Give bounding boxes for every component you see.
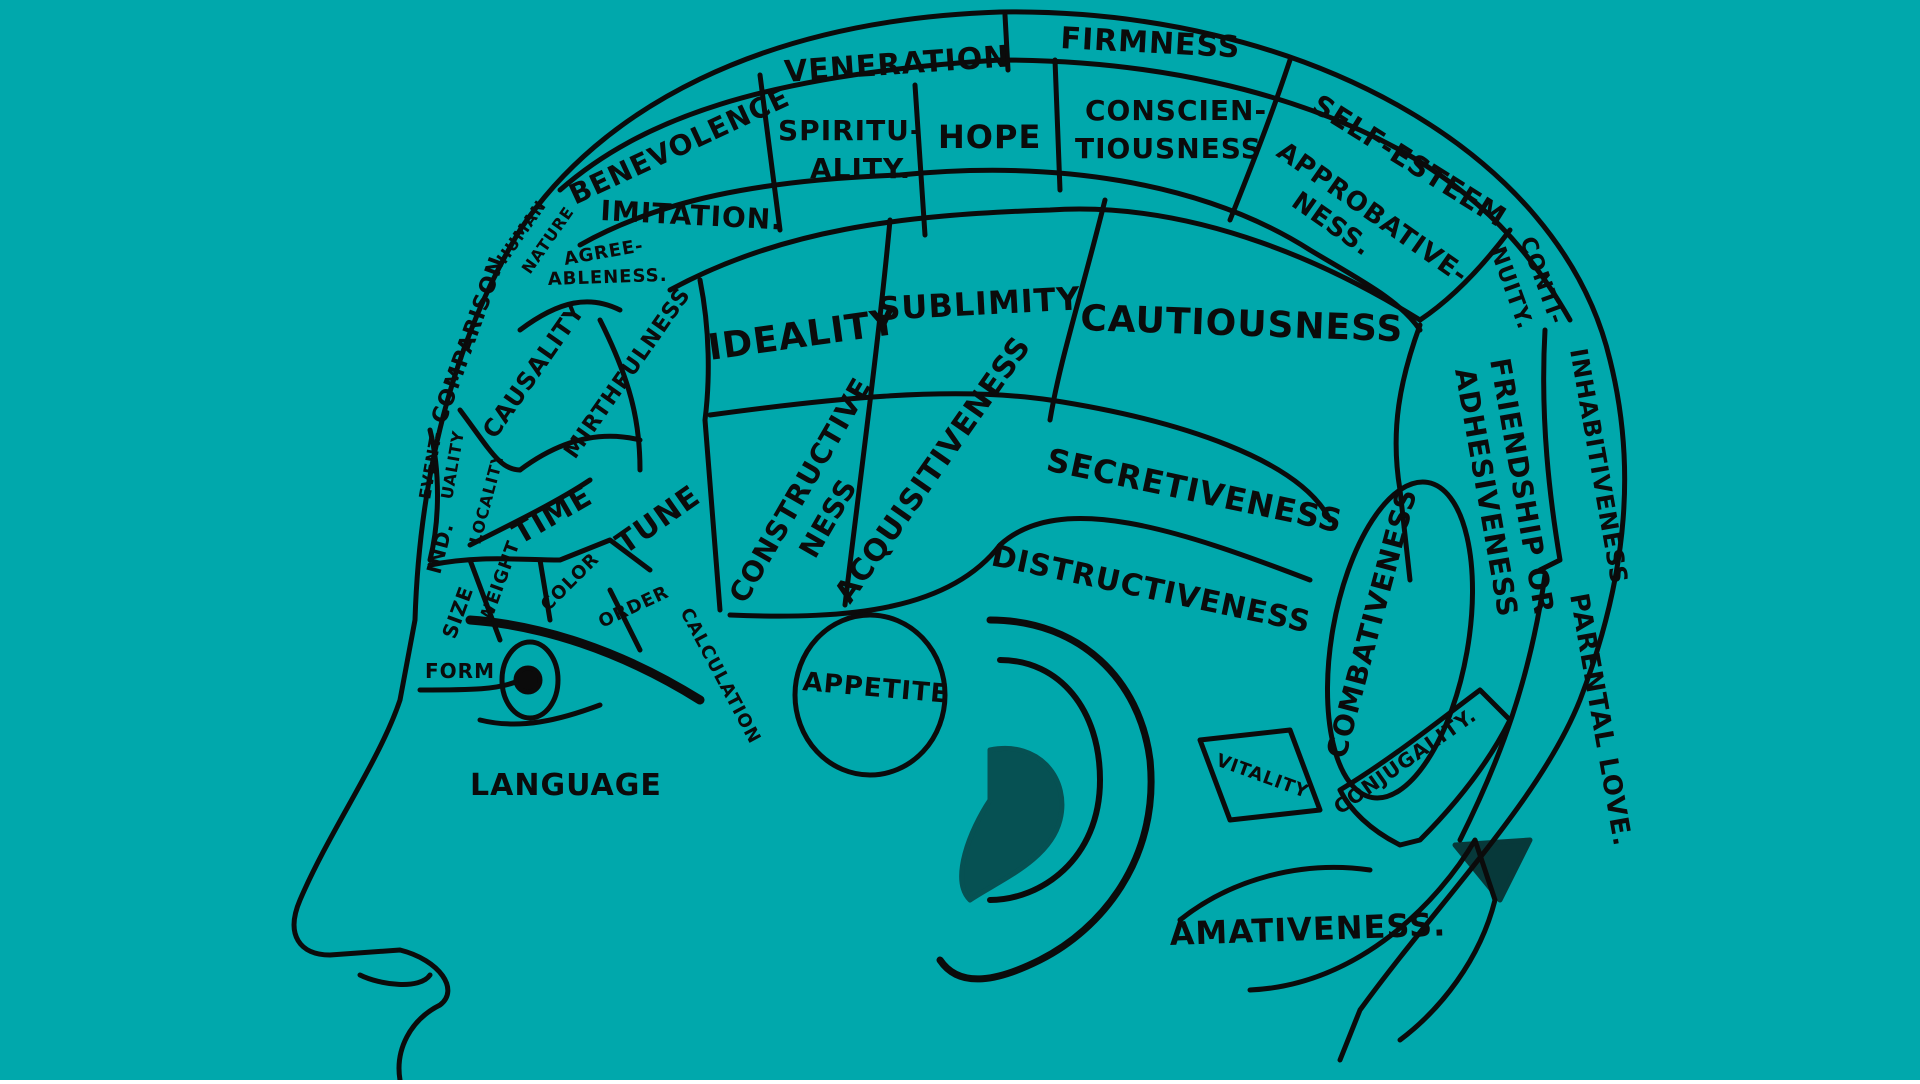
top-band-outer bbox=[557, 57, 1573, 323]
friendship-line bbox=[1393, 322, 1423, 583]
forehead-line-6 bbox=[457, 407, 523, 473]
label-conscientiousness-1: CONSCIEN- bbox=[1085, 94, 1267, 127]
vertical-sublimity bbox=[842, 217, 893, 608]
label-language: LANGUAGE bbox=[470, 768, 662, 803]
label-form: FORM bbox=[425, 659, 495, 683]
parental-line bbox=[1457, 572, 1548, 843]
ideality-band bbox=[667, 206, 1423, 323]
vitality-box bbox=[1197, 727, 1323, 823]
forehead-line-2 bbox=[467, 477, 593, 548]
outline-drawing bbox=[291, 9, 1628, 1083]
ear-lobe-shade bbox=[959, 746, 1065, 903]
vertical-conscience bbox=[1052, 57, 1063, 193]
label-hope: HOPE bbox=[938, 118, 1041, 156]
forehead-line-1 bbox=[427, 427, 440, 563]
lower-band bbox=[727, 516, 1313, 619]
label-agreeableness-2: ABLENESS. bbox=[547, 265, 667, 290]
conjugality-box bbox=[1337, 687, 1513, 848]
forehead-line-7 bbox=[427, 537, 653, 573]
forehead-line-3 bbox=[517, 433, 643, 473]
pupil bbox=[513, 665, 543, 695]
eye bbox=[499, 639, 561, 721]
forehead-line-8 bbox=[417, 677, 523, 693]
ear-outer bbox=[936, 616, 1155, 983]
vertical-approb bbox=[1227, 57, 1293, 223]
vertical-selfesteem bbox=[1417, 227, 1513, 323]
top-band-inner bbox=[577, 167, 1423, 333]
vertical-spirit bbox=[757, 72, 783, 233]
combativeness-oval bbox=[1324, 479, 1476, 801]
nostril bbox=[357, 972, 433, 987]
vertical-firmness bbox=[1002, 12, 1011, 73]
label-spirituality-2: ALITY. bbox=[810, 152, 911, 185]
inhabit-line bbox=[1537, 327, 1563, 573]
hatched-corner bbox=[1452, 837, 1533, 903]
label-spirituality-1: SPIRITU- bbox=[778, 114, 923, 147]
neck-line bbox=[1177, 865, 1373, 923]
forehead-line-5 bbox=[597, 317, 643, 473]
eyelid-lower bbox=[477, 702, 603, 727]
appetite-oval bbox=[792, 612, 948, 778]
vertical-hope bbox=[912, 82, 928, 238]
vertical-ideality bbox=[697, 277, 723, 613]
ear-inner bbox=[987, 657, 1103, 903]
eyebrow bbox=[465, 615, 705, 705]
forehead-line-4 bbox=[517, 299, 623, 333]
middle-band bbox=[707, 391, 1333, 523]
vertical-cautious bbox=[1047, 197, 1108, 423]
label-conscientiousness-2: TIOUSNESS bbox=[1075, 132, 1262, 165]
